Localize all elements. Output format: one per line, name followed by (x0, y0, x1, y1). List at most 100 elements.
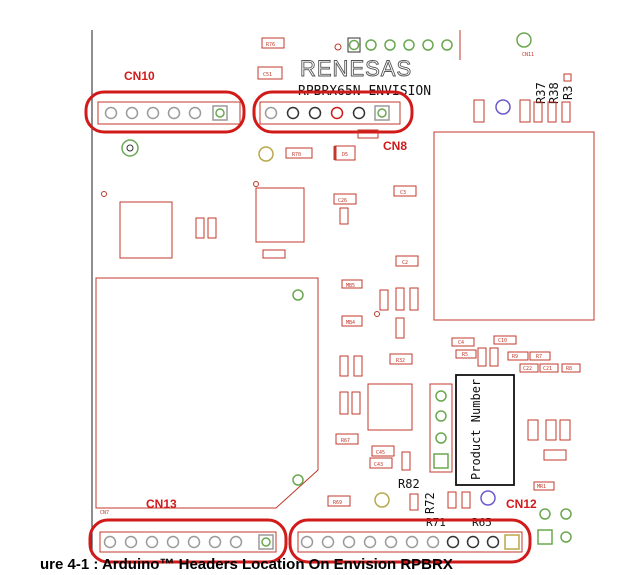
label-c45: C45 (376, 450, 385, 456)
label-r7: R7 (536, 354, 542, 360)
cn11-mount (516, 32, 532, 48)
label-r65: R65 (472, 516, 492, 529)
component-mb6 (262, 249, 286, 259)
via (101, 191, 107, 197)
label-mr1: MR1 (537, 484, 546, 490)
component-c9 (409, 287, 419, 311)
ic-main-mcu (433, 131, 595, 321)
component-r46 (339, 355, 349, 377)
label-c4: C4 (458, 340, 464, 346)
label-c3: C3 (400, 190, 406, 196)
label-mb4: MB4 (346, 320, 355, 326)
component-r49 (207, 217, 217, 239)
product-number-box (455, 374, 515, 486)
callout-cn12: CN12 (506, 497, 537, 511)
component-c48 (339, 391, 349, 415)
component-c10a (395, 287, 405, 311)
ic-sm2 (119, 201, 173, 259)
component-r4 (395, 317, 405, 339)
callout-cn10: CN10 (124, 69, 155, 83)
label-r3x: R3 (561, 86, 575, 100)
callout-cn8: CN8 (383, 139, 407, 153)
label-c43: C43 (374, 462, 383, 468)
header-vertical (429, 383, 453, 473)
component-c51 (257, 66, 283, 80)
highlight-cn13 (88, 518, 288, 564)
component-c37 (195, 217, 205, 239)
product-number-label: Product Number (469, 379, 483, 480)
highlight-cn12 (288, 518, 532, 564)
label-r38: R38 (547, 82, 561, 104)
header-cn10 (97, 101, 241, 125)
component-r69 (327, 495, 351, 507)
label-c26: C26 (338, 198, 347, 204)
component-c43 (369, 457, 393, 469)
component-mb4 (341, 315, 363, 327)
via (253, 181, 259, 187)
label-c51: C51 (263, 72, 272, 78)
component-c45 (371, 445, 395, 457)
component-c44 (351, 391, 361, 415)
module-cn7-hole-top (292, 289, 304, 301)
component-r70 (285, 147, 313, 159)
label-r8: R8 (566, 366, 572, 372)
component-mb7 (339, 207, 349, 225)
bottom-right-pads (537, 508, 572, 545)
component-c26 (333, 193, 357, 205)
led-right-bottom (480, 490, 496, 506)
label-r9: R9 (512, 354, 518, 360)
label-c2: C2 (402, 260, 408, 266)
header-cn12 (297, 531, 523, 553)
ic-u8 (255, 187, 305, 243)
mount-hole-left (121, 139, 139, 157)
callout-cn13: CN13 (146, 497, 177, 511)
component-c3 (393, 185, 417, 197)
label-cn11: CN11 (522, 52, 534, 58)
component-r2 (379, 289, 389, 311)
component-r48 (353, 355, 363, 377)
ic-u2 (367, 383, 413, 431)
lower-passives (409, 491, 471, 511)
label-r69: R69 (333, 500, 342, 506)
label-r5: R5 (462, 352, 468, 358)
label-c21: C21 (543, 366, 552, 372)
label-r70: R70 (292, 152, 301, 158)
header-cn13 (99, 531, 277, 553)
module-cn7-hole-bottom (292, 474, 304, 486)
label-r82: R82 (398, 477, 420, 491)
mount-hole-left-inner (126, 144, 134, 152)
component-c2 (395, 255, 419, 267)
component-mb5 (341, 279, 363, 289)
component-r35 (401, 451, 411, 471)
led-r70 (258, 146, 274, 162)
label-r72: R72 (423, 492, 437, 514)
label-r76: R76 (266, 42, 275, 48)
via (374, 311, 380, 317)
label-r67: R67 (341, 438, 350, 444)
figure-caption: ure 4-1 : Arduino™ Headers Location On E… (40, 556, 453, 573)
led-left-bottom (374, 492, 390, 508)
label-cn7: CN7 (100, 510, 109, 516)
component-r-near-cn8 (357, 129, 379, 139)
label-mb5: MB5 (346, 283, 355, 289)
label-r37: R37 (534, 82, 548, 104)
component-r76 (261, 37, 285, 49)
header-cn8 (259, 101, 401, 125)
component-r67 (335, 433, 359, 445)
right-cluster (451, 335, 581, 491)
via (334, 43, 342, 51)
right-passives (473, 73, 572, 123)
header-cn11 (347, 30, 461, 60)
label-r32: R32 (396, 358, 405, 364)
module-cn7-outline (95, 277, 319, 509)
label-c22: C22 (523, 366, 532, 372)
highlight-cn10 (84, 90, 246, 134)
mount-hole-top-right (495, 99, 511, 115)
highlight-cn8 (252, 90, 414, 134)
label-d5: D5 (342, 152, 348, 158)
label-r71: R71 (426, 516, 446, 529)
label-c10: C10 (498, 338, 507, 344)
component-r32 (389, 353, 413, 365)
renesas-logo: RENESAS (300, 56, 412, 81)
